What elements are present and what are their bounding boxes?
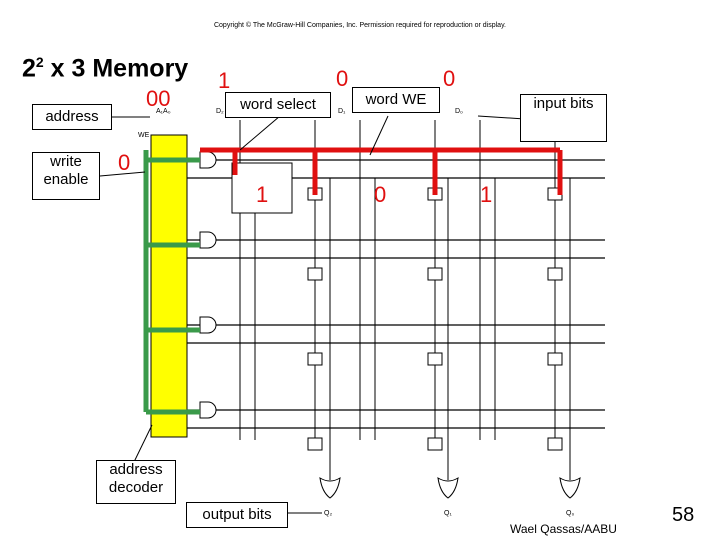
page-number: 58 [672, 504, 695, 526]
title-base: 2 [22, 54, 36, 83]
bit-d0-value: 1 [480, 182, 493, 207]
green-address-lines [143, 150, 200, 415]
output-or-gates [319, 477, 581, 499]
word-we-value-right: 0 [443, 66, 456, 91]
a1a0-label: A₁A₀ [156, 108, 171, 115]
we-label: WE [138, 132, 150, 139]
title-exponent: 2 [35, 54, 44, 70]
word-we-value-left: 0 [336, 66, 349, 91]
word-select-value: 1 [218, 68, 231, 93]
input-bits-callout: input bits [520, 94, 607, 142]
storage-cells [231, 162, 563, 451]
address-decoder-callout: address decoder [96, 460, 176, 504]
title-rest: x 3 Memory [43, 54, 189, 83]
d2-label: D₂ [216, 108, 224, 115]
address-decoder-block [150, 134, 188, 438]
author-credit: Wael Qassas/AABU [510, 522, 617, 536]
d0-label: D₀ [455, 108, 463, 115]
address-callout: address [32, 104, 112, 130]
word-lines [187, 159, 605, 429]
word-select-callout: word select [225, 92, 331, 118]
write-enable-callout: write enable [32, 152, 100, 200]
copyright-notice: Copyright © The McGraw-Hill Companies, I… [213, 22, 506, 29]
d1-label: D₁ [338, 108, 346, 115]
bit-d2-value: 1 [256, 182, 269, 207]
bit-d1-value: 0 [374, 182, 387, 207]
slide-title: 22 x 3 Memory [22, 54, 188, 83]
output-bits-callout: output bits [186, 502, 288, 528]
q0-label: Q₀ [566, 510, 575, 517]
write-enable-value: 0 [118, 150, 131, 175]
red-write-path [200, 147, 563, 195]
address-value: 00 [146, 86, 171, 111]
q1-label: Q₁ [444, 510, 452, 517]
word-and-gates [199, 151, 217, 419]
word-we-callout: word WE [352, 87, 440, 113]
q2-label: Q₂ [324, 510, 333, 517]
